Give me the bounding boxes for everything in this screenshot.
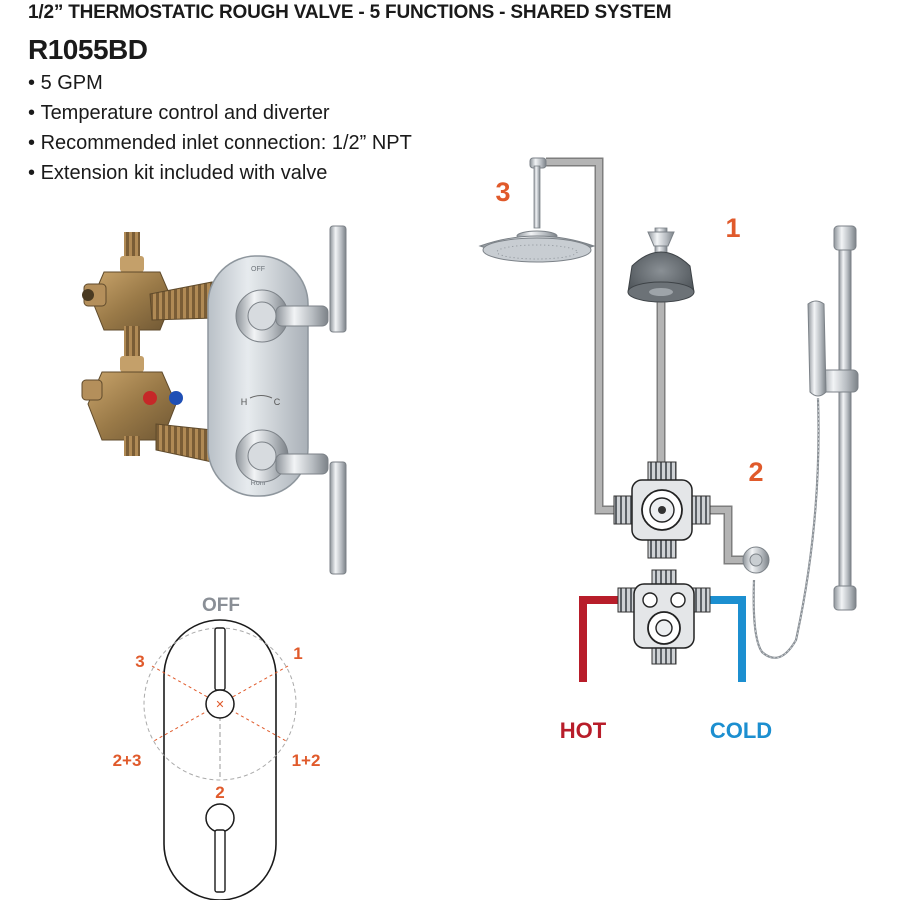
rain-shower-head-icon	[478, 157, 596, 263]
dial-pos-1-2: 1+2	[292, 751, 321, 770]
outlet-label-rain: 3	[495, 177, 510, 207]
dial-pos-2-3: 2+3	[113, 751, 142, 770]
dial-pos-1: 1	[293, 644, 302, 663]
dial-off-label: OFF	[202, 595, 240, 616]
thermostatic-valve-icon	[617, 569, 711, 665]
svg-text:✕: ✕	[215, 699, 224, 711]
diverter-dial-diagram: OFF ✕ 3 1 2+3 1+2 2	[113, 595, 321, 900]
model-number: R1055BD	[28, 34, 148, 65]
dial-plate-outline	[163, 619, 277, 900]
trim-hot-mark: H	[241, 397, 248, 407]
outlet-label-shower: 1	[725, 213, 740, 243]
dial-hub	[205, 689, 235, 719]
hot-supply-pipe	[579, 596, 628, 682]
page-header: 1/2” THERMOSTATIC ROUGH VALVE - 5 FUNCTI…	[28, 2, 672, 23]
dial-pos-2: 2	[215, 783, 224, 802]
dial-lever-slot	[214, 627, 226, 691]
trim-cold-mark: C	[274, 397, 281, 407]
temp-knob	[205, 803, 235, 833]
diverter-valve-icon	[613, 461, 711, 559]
feature-item: Temperature control and diverter	[28, 98, 412, 128]
cold-supply-label: COLD	[710, 718, 772, 743]
plumbing-schematic: 3 1 2	[478, 157, 859, 743]
outlet-label-hand-shower: 2	[748, 457, 763, 487]
feature-item: 5 GPM	[28, 68, 412, 98]
feature-item: Extension kit included with valve	[28, 158, 412, 188]
rough-valve-body-icon	[81, 232, 215, 463]
cold-supply-pipe	[700, 596, 746, 682]
feature-list: 5 GPM Temperature control and diverter R…	[28, 68, 412, 188]
hot-supply-label: HOT	[560, 718, 607, 743]
wall-shower-head-icon	[627, 227, 695, 303]
feature-item: Recommended inlet connection: 1/2” NPT	[28, 128, 412, 158]
trim-plate-icon: OFF H C Rohl	[207, 225, 347, 575]
dial-pos-3: 3	[135, 652, 144, 671]
hand-shower-slide-bar-icon	[742, 225, 859, 659]
trim-off-mark: OFF	[251, 266, 265, 273]
trim-brand-mark: Rohl	[251, 480, 266, 487]
